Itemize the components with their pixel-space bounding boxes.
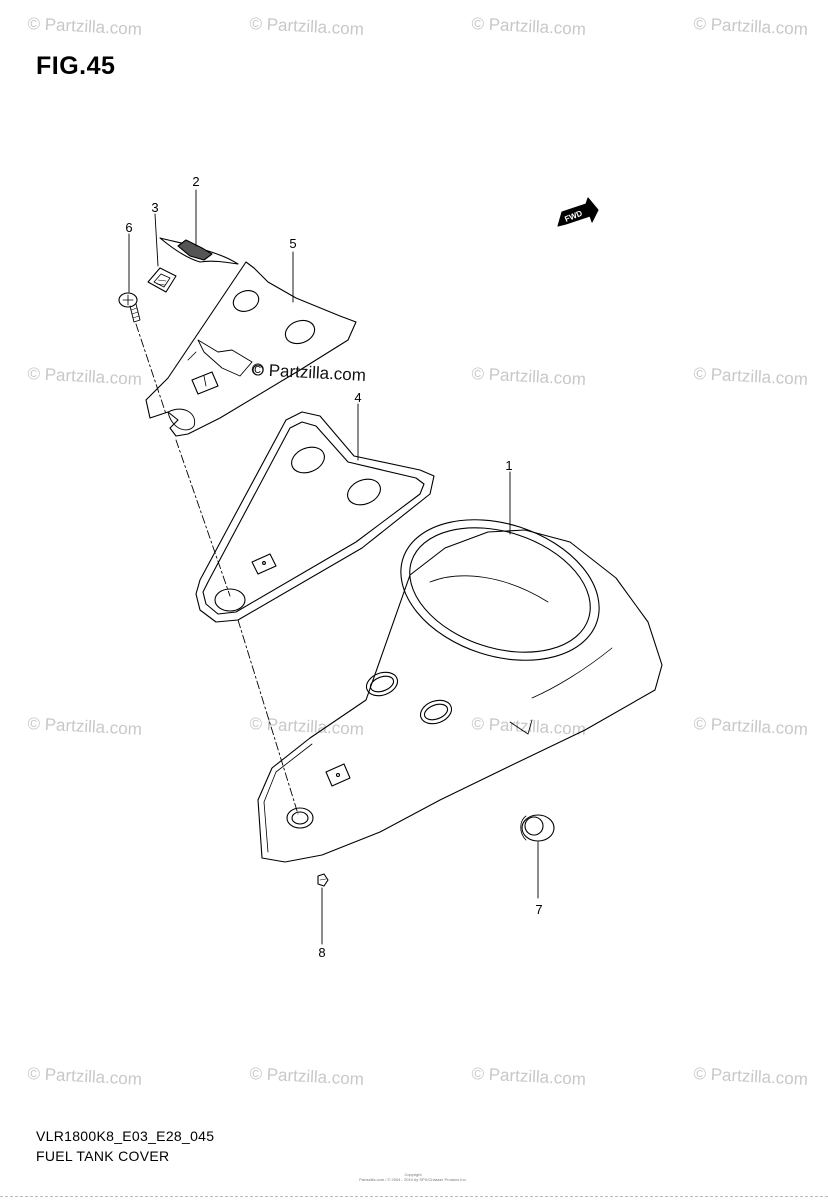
callout-1: 1 xyxy=(505,458,512,473)
part-6-screw[interactable] xyxy=(118,292,141,323)
callout-2: 2 xyxy=(192,174,199,189)
callout-3: 3 xyxy=(151,200,158,215)
part-7-grommet[interactable] xyxy=(520,814,555,842)
part-1-fuel-tank-cover[interactable] xyxy=(257,496,663,863)
part-2-emblem[interactable] xyxy=(159,237,239,265)
part-5-upper-plate[interactable] xyxy=(145,261,357,437)
callout-4: 4 xyxy=(354,390,361,405)
fwd-arrow-icon xyxy=(557,197,599,227)
part-8-nut[interactable] xyxy=(317,873,329,887)
copyright-line-1: Copyright xyxy=(404,1172,422,1177)
assembly-lines xyxy=(135,323,299,815)
callout-7: 7 xyxy=(535,902,542,917)
bottom-divider xyxy=(0,1196,828,1197)
figure-title: FIG.45 xyxy=(36,52,116,80)
copyright-notice: Copyright Partszilla.com / © 2004 - 2019… xyxy=(358,1172,468,1182)
figure-caption: FUEL TANK COVER xyxy=(36,1148,170,1164)
part-3-badge[interactable] xyxy=(147,267,177,293)
part-4-gasket[interactable] xyxy=(195,411,435,623)
copyright-line-2: Partszilla.com / © 2004 - 2019 by SPX/Ch… xyxy=(359,1177,467,1182)
callout-8: 8 xyxy=(318,945,325,960)
model-code: VLR1800K8_E03_E28_045 xyxy=(36,1128,215,1144)
leader-lines xyxy=(128,189,539,945)
callout-5: 5 xyxy=(289,236,296,251)
callout-6: 6 xyxy=(125,220,132,235)
